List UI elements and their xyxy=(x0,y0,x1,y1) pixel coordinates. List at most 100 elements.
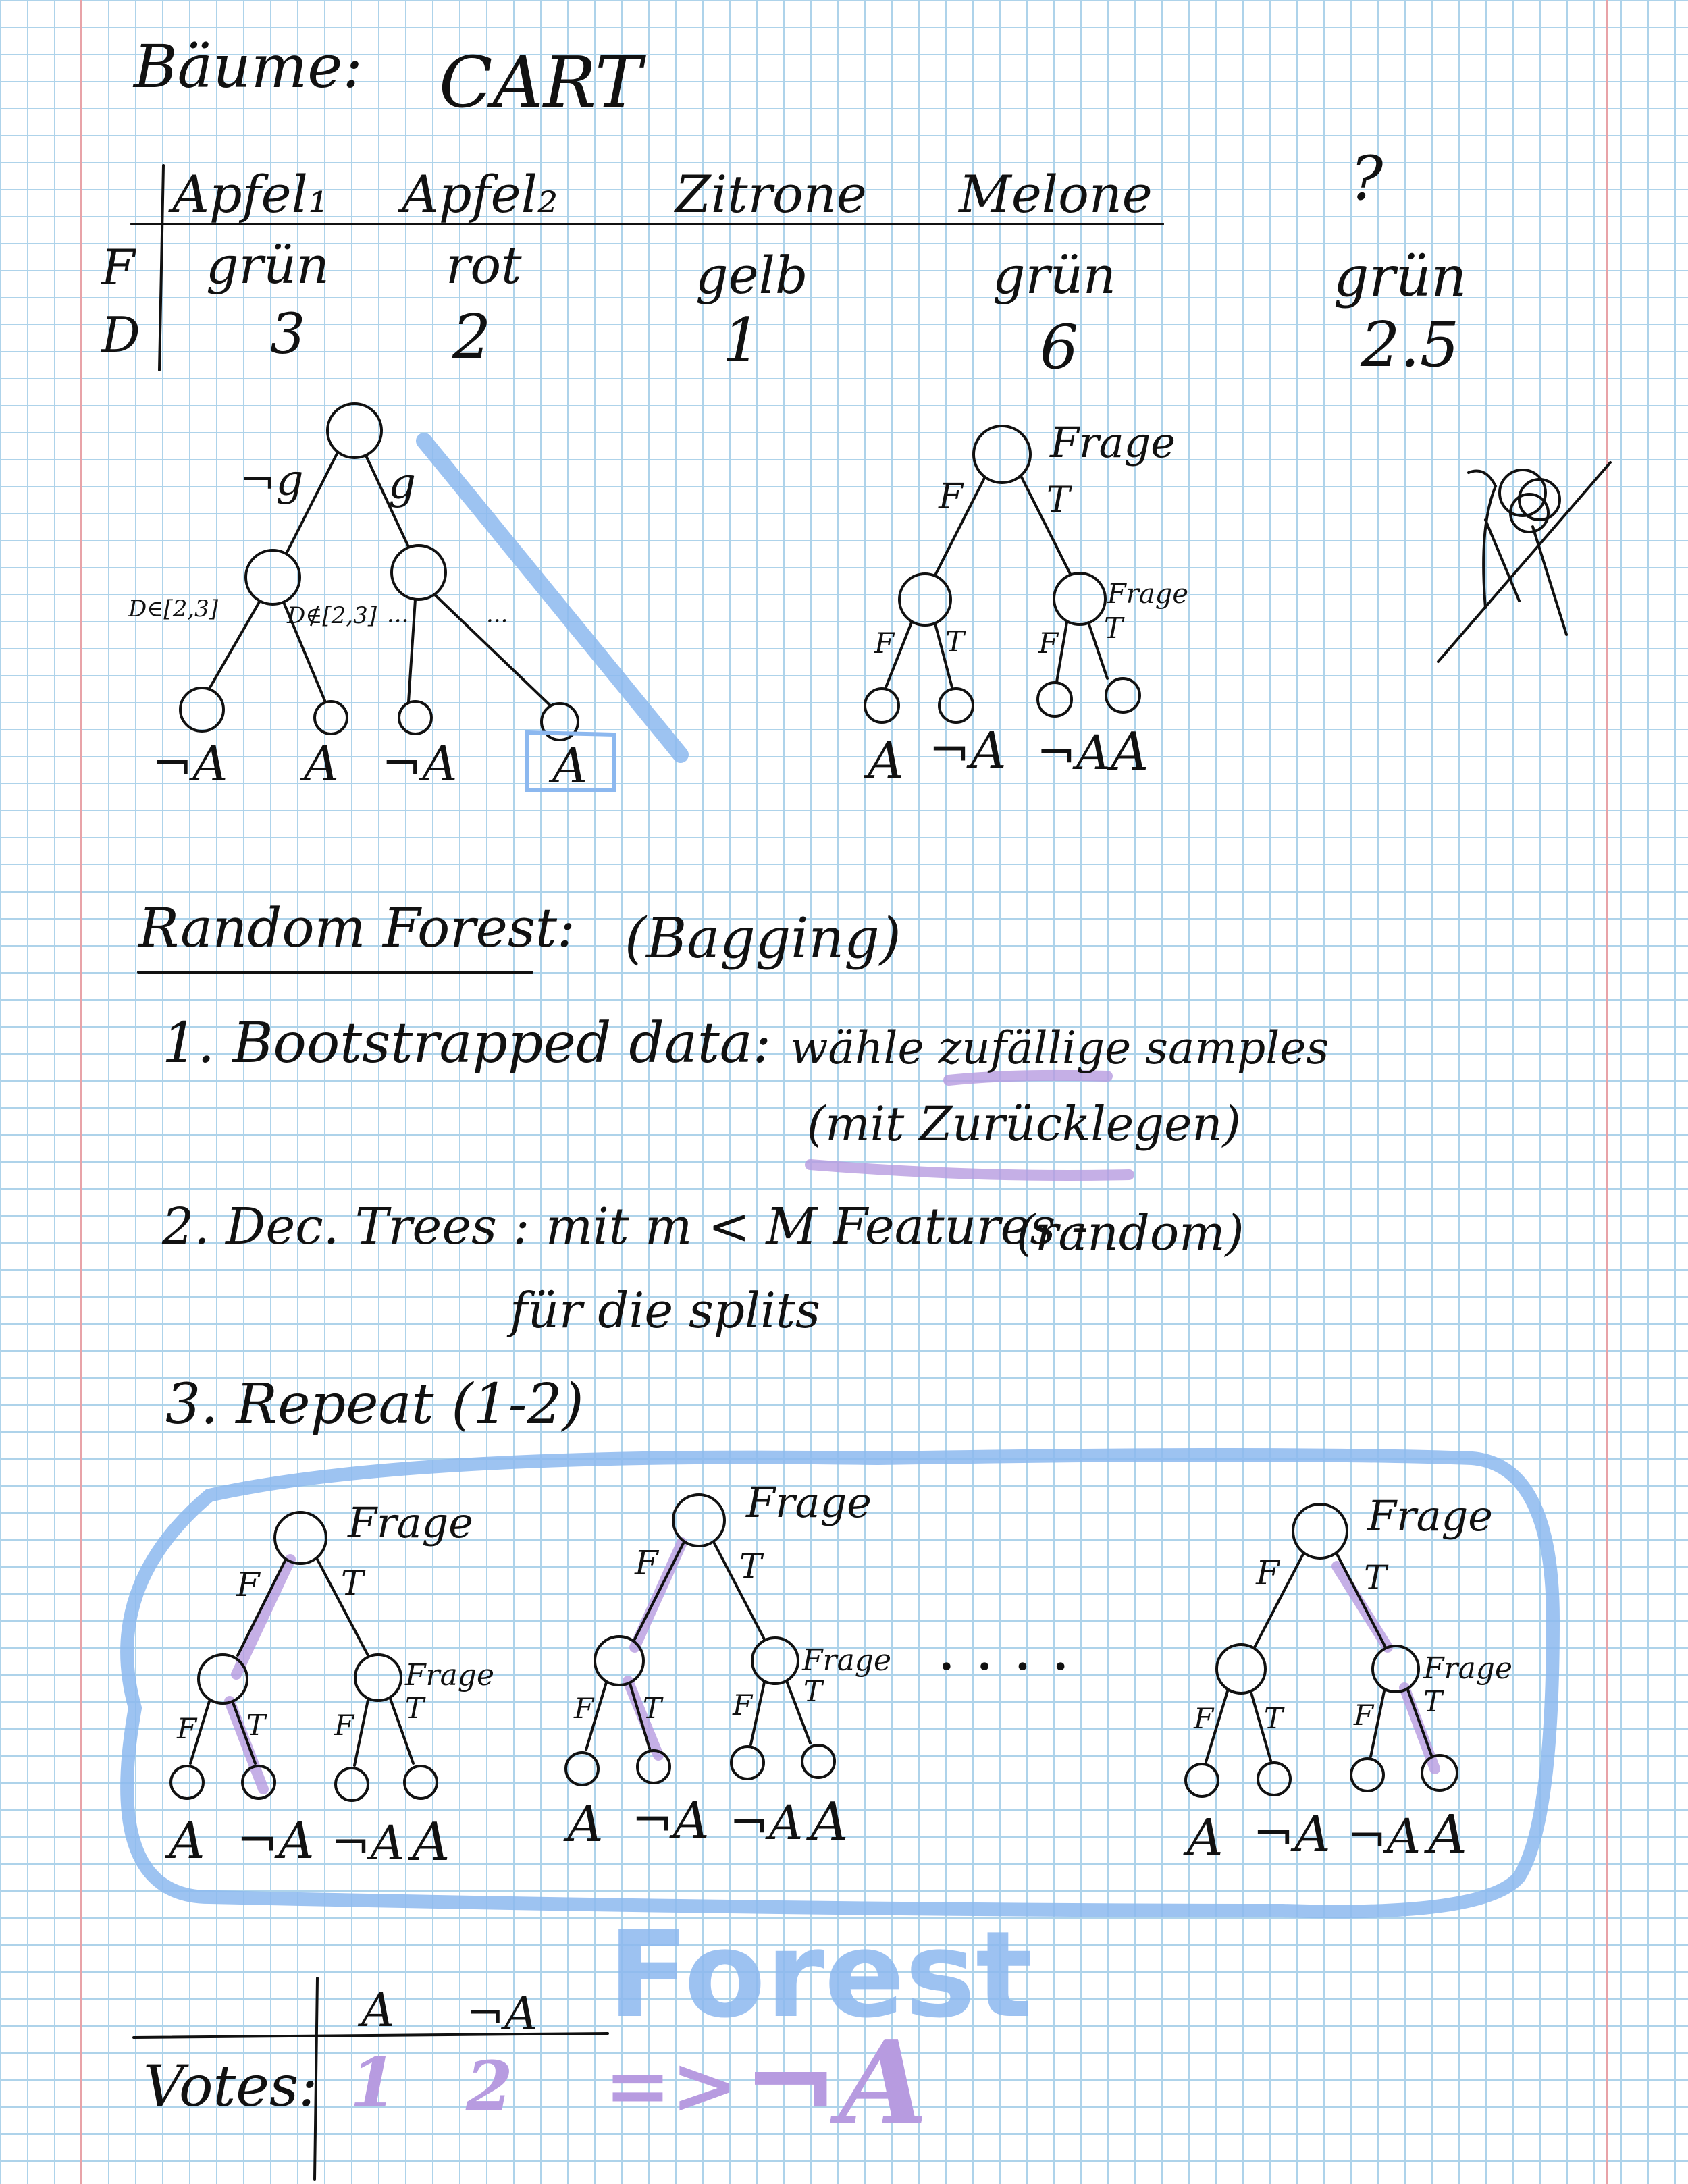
page-title: Bäume: xyxy=(134,32,363,101)
edge-label: F xyxy=(236,1565,260,1604)
tree-node xyxy=(179,687,225,733)
tree-node xyxy=(390,544,447,601)
leaf-label: A xyxy=(552,737,587,794)
tree-node xyxy=(636,1749,671,1784)
leaf-label: ¬A xyxy=(631,1792,710,1850)
zufaellige-underline xyxy=(943,1069,1113,1086)
node-label: Frage xyxy=(1367,1491,1493,1541)
forest-tree-3 xyxy=(1184,1503,1458,1798)
tree-node xyxy=(972,425,1032,484)
edge-label: F xyxy=(635,1543,658,1582)
leaf-label: A xyxy=(169,1812,205,1870)
votes-header-line xyxy=(132,2032,609,2039)
column-header: Melone xyxy=(959,164,1153,224)
edge-label: T xyxy=(1423,1685,1443,1718)
tree-node xyxy=(672,1493,726,1547)
step-3: 3. Repeat (1-2) xyxy=(165,1373,584,1437)
ellipsis: • • • • xyxy=(939,1652,1076,1683)
edge-label: T xyxy=(945,625,965,658)
zuruecklegen-underline xyxy=(805,1159,1134,1181)
leaf-label: A xyxy=(304,735,339,792)
tree-node xyxy=(540,702,579,741)
edge-label: F xyxy=(334,1709,354,1742)
step-2-sub: für die splits xyxy=(510,1282,820,1339)
tree-node xyxy=(801,1744,836,1779)
step-1-text: wähle zufällige samples xyxy=(790,1022,1329,1074)
table-cell: grün xyxy=(206,235,329,295)
row-label: D xyxy=(101,307,140,363)
leaf-label: ¬A xyxy=(1347,1809,1421,1864)
tree-node xyxy=(1036,681,1073,718)
tree-node xyxy=(938,687,974,724)
votes-arrow: => xyxy=(604,2038,738,2132)
leaf-label: ¬A xyxy=(331,1815,405,1871)
tree-node xyxy=(594,1635,645,1686)
node-label: Frage xyxy=(802,1643,891,1678)
tree-node xyxy=(864,687,900,724)
query-label: ? xyxy=(1350,143,1383,214)
votes-vertical-line xyxy=(313,1977,319,2181)
tree-node xyxy=(403,1765,438,1800)
tree-node xyxy=(398,700,433,735)
tree-node xyxy=(241,1765,276,1800)
votes-label: Votes: xyxy=(143,2053,318,2119)
leaf-label: A xyxy=(810,1792,849,1853)
leaf-label: ¬A xyxy=(236,1812,315,1870)
node-label: Frage xyxy=(405,1658,494,1693)
edge-label: T xyxy=(1104,612,1124,645)
tree-node xyxy=(313,700,348,735)
step-2: 2. Dec. Trees : mit m < M Features - xyxy=(162,1198,1088,1256)
tree-node xyxy=(1292,1503,1348,1560)
tree-node xyxy=(334,1767,369,1802)
edge-label: T xyxy=(803,1675,823,1708)
leaf-label: ¬A xyxy=(152,735,228,792)
table-cell: grün xyxy=(993,245,1116,305)
edge-label: T xyxy=(1264,1702,1284,1735)
tree-node xyxy=(1350,1757,1385,1792)
edge-label: T xyxy=(643,1692,662,1725)
edge-label: ... xyxy=(387,601,409,628)
edge-label: F xyxy=(1354,1699,1374,1732)
leaf-label: ¬A xyxy=(1252,1805,1331,1863)
leaf-label: A xyxy=(1428,1803,1467,1866)
leaf-label: ¬A xyxy=(1036,725,1111,780)
row-label: F xyxy=(101,239,135,296)
tree-node xyxy=(751,1636,799,1685)
tree-node xyxy=(1371,1645,1420,1693)
margin-line-left xyxy=(80,0,82,2184)
edge-label: D∉[2,3] xyxy=(287,602,377,629)
tree-node xyxy=(354,1653,402,1702)
forest-outline xyxy=(120,1448,1560,1919)
query-durchmesser: 2.5 xyxy=(1361,309,1460,381)
edge-label: F xyxy=(177,1712,197,1745)
votes-count: 1 xyxy=(350,2043,397,2123)
edge-label: T xyxy=(246,1709,266,1742)
leaf-label: A xyxy=(868,732,904,790)
edge-label: T xyxy=(341,1564,364,1603)
table-cell: 1 xyxy=(722,305,762,376)
tree-node xyxy=(169,1765,205,1800)
tree-node xyxy=(898,572,952,627)
tree-node xyxy=(730,1745,765,1780)
tree-node xyxy=(1421,1754,1458,1792)
edge-label: F xyxy=(874,627,895,660)
table-cell: 2 xyxy=(452,302,492,373)
votes-count: 2 xyxy=(466,2046,513,2126)
node-label: Frage xyxy=(348,1498,473,1547)
votes-result: ¬A xyxy=(743,2015,928,2150)
edge-label: D∈[2,3] xyxy=(128,595,219,622)
edge-label: T xyxy=(405,1692,425,1725)
table-cell: gelb xyxy=(695,245,808,305)
leaf-label: ¬A xyxy=(729,1795,803,1850)
table-vertical-line xyxy=(158,164,165,371)
tree-node xyxy=(1257,1761,1292,1796)
column-header: Zitrone xyxy=(675,164,867,224)
bagging-label: (Bagging) xyxy=(625,907,901,971)
edge-label: F xyxy=(574,1692,594,1725)
tree-node xyxy=(564,1751,600,1786)
tree-right xyxy=(864,425,1141,724)
edge-label: F xyxy=(939,477,964,517)
edge-label: T xyxy=(1047,480,1070,521)
step-1: 1. Bootstrapped data: xyxy=(162,1011,772,1075)
